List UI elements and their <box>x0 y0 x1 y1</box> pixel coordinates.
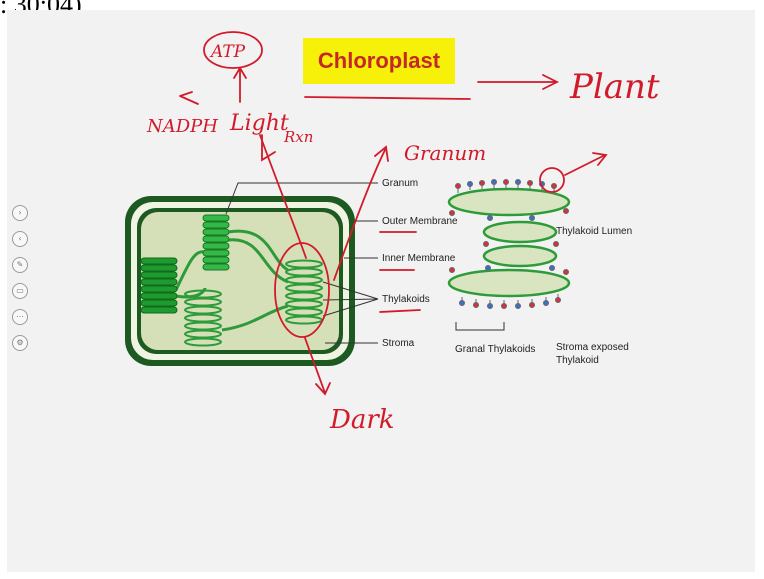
ink-arrow-plant <box>478 75 557 89</box>
ink-text-dark: Dark <box>329 405 395 435</box>
ink-text-atp: ATP <box>209 42 246 62</box>
label-stroma: Stroma <box>382 338 415 349</box>
ink-text-nadph: NADPH <box>146 116 218 137</box>
label-inner-membrane: Inner Membrane <box>382 253 456 264</box>
granum-stack-left <box>141 258 177 313</box>
granal-bracket <box>456 322 504 330</box>
thylakoid-detail <box>449 189 569 296</box>
ink-text-granum: Granum <box>404 141 486 165</box>
label-stroma-exposed-line2: Thylakoid <box>556 355 599 366</box>
ink-text-light: Light <box>229 111 289 136</box>
ink-underline-title <box>305 97 470 99</box>
label-stroma-exposed-line1: Stroma exposed <box>556 342 629 353</box>
ink-text-rxn: Rxn <box>283 128 313 146</box>
ink-underline-thylakoids <box>380 310 420 312</box>
label-outer-membrane: Outer Membrane <box>382 216 458 227</box>
ink-circle-particle <box>540 168 564 192</box>
label-thylakoids: Thylakoids <box>382 294 430 305</box>
label-thylakoid-lumen: Thylakoid Lumen <box>556 226 632 237</box>
ink-text-plant: Plant <box>569 67 660 107</box>
ink-arrow-particle <box>565 153 606 175</box>
ink-arrow-nadph <box>180 92 198 104</box>
granum-stack-top <box>203 215 229 270</box>
label-granum: Granum <box>382 178 418 189</box>
label-granal-thylakoids: Granal Thylakoids <box>455 344 535 355</box>
